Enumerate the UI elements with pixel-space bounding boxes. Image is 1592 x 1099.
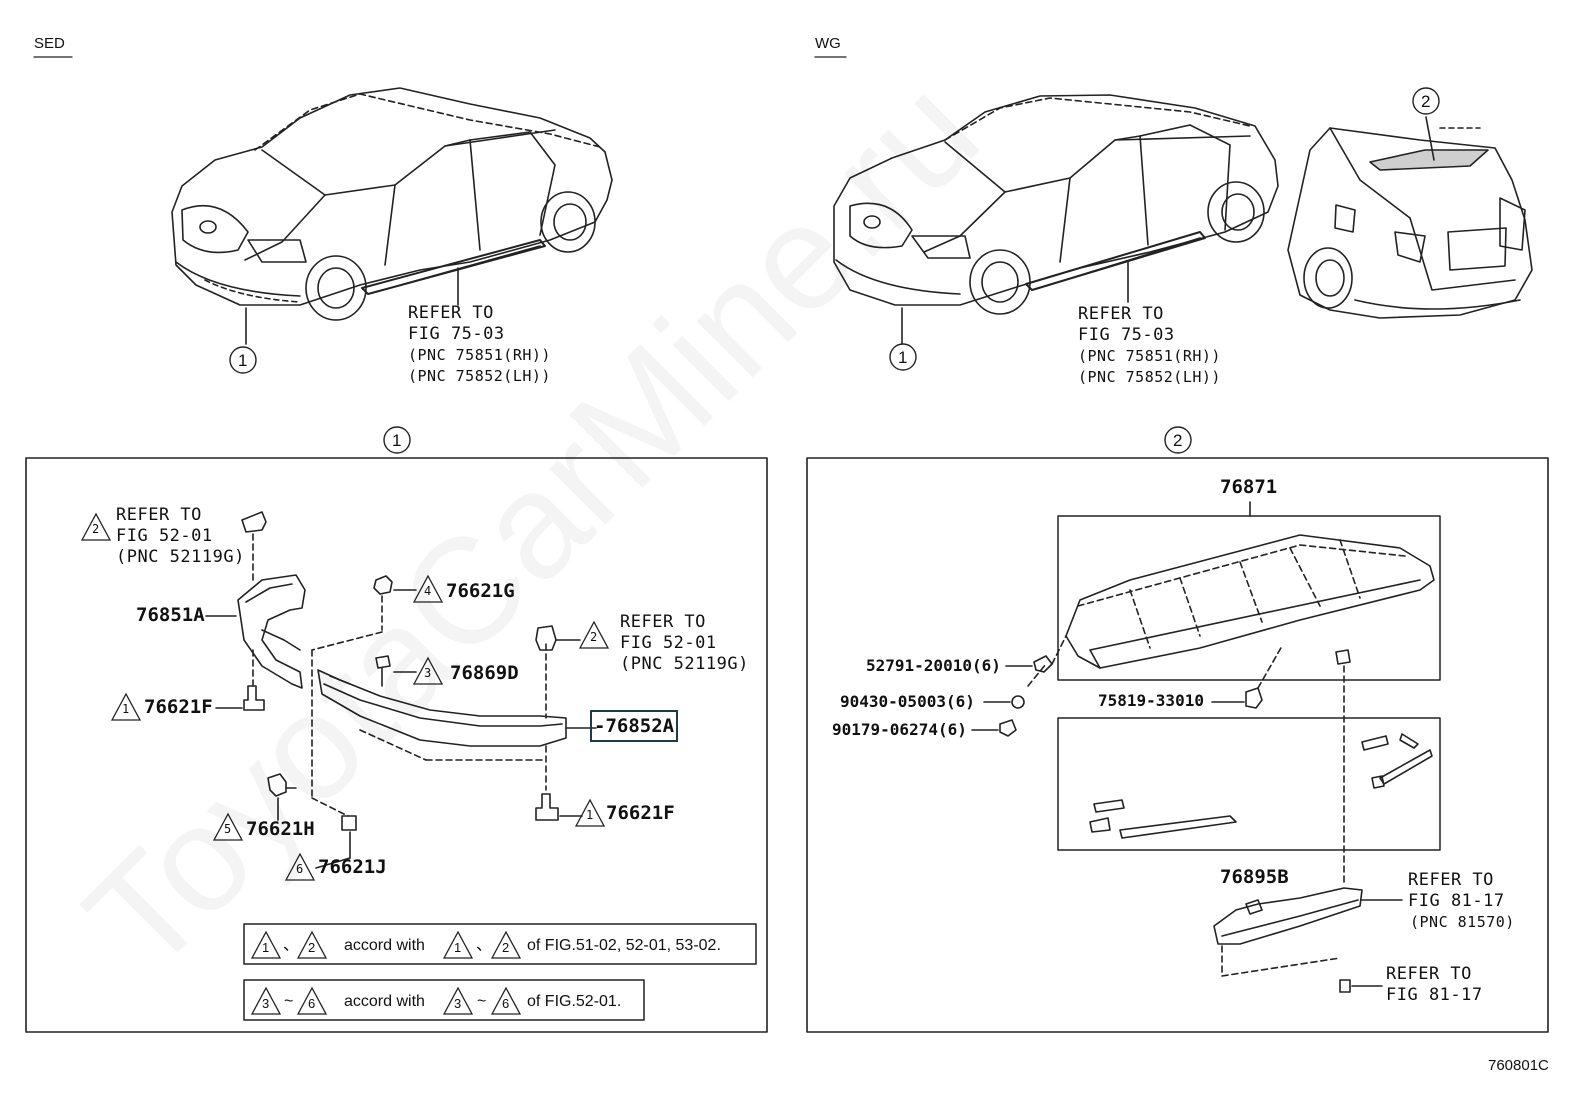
- part-number-76621G[interactable]: 76621G: [446, 580, 515, 602]
- triangle-marks: [80, 512, 610, 1015]
- legend-sep: ~: [477, 993, 487, 1010]
- refer-line: FIG 81-17: [1386, 985, 1483, 1005]
- legend-sep: 、: [476, 937, 493, 954]
- part-number-52791-20010[interactable]: 52791-20010(6): [866, 656, 1001, 675]
- legend-mark: 2: [308, 940, 316, 955]
- refer-line: FIG 75-03: [1078, 325, 1175, 345]
- refer-line: (PNC 52119G): [116, 547, 245, 567]
- legend-tail: of FIG.52-01.: [527, 993, 622, 1010]
- part-number-90430-05003[interactable]: 90430-05003(6): [840, 692, 975, 711]
- part-number-76895B[interactable]: 76895B: [1220, 866, 1289, 888]
- refer-line: REFER TO: [408, 303, 494, 323]
- sedan-illustration: [171, 87, 613, 374]
- legend-mark: 1: [454, 940, 462, 955]
- triangle-mark-label: 3: [424, 666, 432, 680]
- refer-line: (PNC 75852(LH)): [1078, 368, 1221, 386]
- part-number-76621F-left[interactable]: 76621F: [144, 696, 213, 718]
- part-number-76621J[interactable]: 76621J: [318, 856, 387, 878]
- part-number-76621H[interactable]: 76621H: [246, 818, 315, 840]
- triangle-mark-label: 5: [224, 822, 232, 836]
- part-number-76852A[interactable]: -76852A: [594, 715, 675, 737]
- part-number-76621F-right[interactable]: 76621F: [606, 802, 675, 824]
- triangle-mark-label: 6: [296, 862, 304, 876]
- triangle-mark-label: 1: [586, 808, 594, 822]
- refer-line: FIG 81-17: [1408, 891, 1505, 911]
- wg-label: WG: [815, 35, 841, 52]
- refer-line: REFER TO: [1408, 870, 1494, 890]
- refer-line: (PNC 75851(RH)): [408, 346, 551, 364]
- refer-line: REFER TO: [1386, 964, 1472, 984]
- part-number-76851A[interactable]: 76851A: [136, 604, 205, 626]
- part-number-75819-33010[interactable]: 75819-33010: [1098, 691, 1204, 710]
- refer-line: REFER TO: [1078, 304, 1164, 324]
- legend-sep: ~: [284, 993, 294, 1010]
- legend-text: accord with: [344, 937, 425, 954]
- triangle-mark-label: 4: [424, 584, 432, 598]
- triangle-mark-label: 1: [122, 702, 130, 716]
- refer-line: FIG 75-03: [408, 324, 505, 344]
- part-number-90179-06274[interactable]: 90179-06274(6): [832, 720, 967, 739]
- refer-line: REFER TO: [620, 612, 706, 632]
- callout-1-wg: 1: [898, 348, 908, 367]
- legend-mark: 1: [262, 940, 270, 955]
- panel1-parts-art: [205, 511, 757, 1021]
- legend-tail: of FIG.51-02, 52-01, 53-02.: [527, 937, 721, 954]
- legend-mark: 6: [308, 996, 316, 1011]
- triangle-mark-label: 2: [590, 630, 598, 644]
- legend-mark: 2: [502, 940, 510, 955]
- legend-text: accord with: [344, 993, 425, 1010]
- part-number-76869D[interactable]: 76869D: [450, 662, 519, 684]
- refer-line: (PNC 52119G): [620, 654, 749, 674]
- refer-line: (PNC 75852(LH)): [408, 367, 551, 385]
- refer-line: REFER TO: [116, 505, 202, 525]
- sed-label: SED: [34, 35, 65, 52]
- highlighted-part-frame: [590, 710, 678, 742]
- triangle-mark-label: 2: [92, 522, 100, 536]
- legend-mark: 6: [502, 996, 510, 1011]
- legend-mark: 3: [454, 996, 462, 1011]
- figure-code: 760801C: [1488, 1057, 1549, 1074]
- callout-2-wg: 2: [1421, 92, 1431, 111]
- part-number-76871[interactable]: 76871: [1220, 476, 1278, 498]
- wagon-illustration: [833, 87, 1533, 371]
- section-1-callout: 1: [392, 431, 402, 450]
- refer-line: FIG 52-01: [620, 633, 717, 653]
- section-2-callout: 2: [1173, 431, 1183, 450]
- legend-mark: 3: [262, 996, 270, 1011]
- legend-sep: 、: [283, 937, 300, 954]
- refer-line: (PNC 81570): [1410, 913, 1515, 931]
- refer-line: (PNC 75851(RH)): [1078, 347, 1221, 365]
- callout-1-sed: 1: [238, 351, 248, 370]
- refer-line: FIG 52-01: [116, 526, 213, 546]
- panel2-parts-art: [971, 501, 1441, 993]
